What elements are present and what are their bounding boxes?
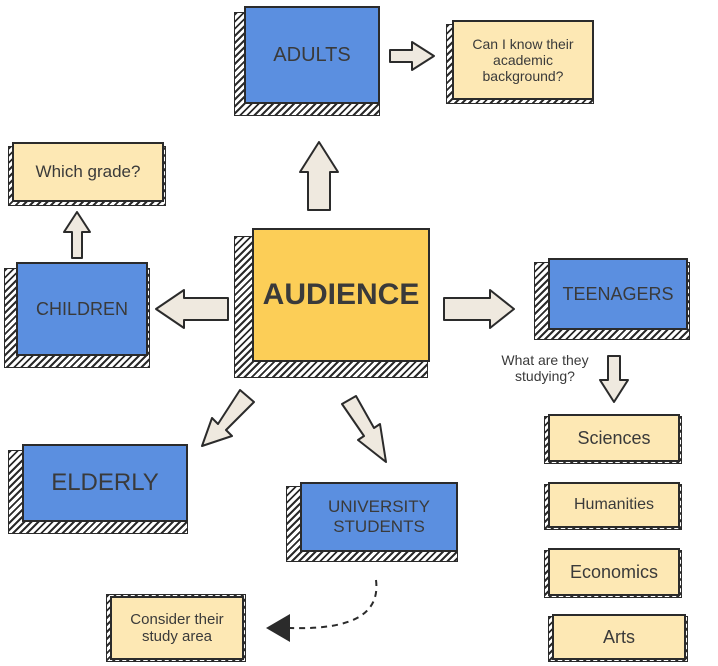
arrow-to-subjects bbox=[599, 355, 629, 403]
arrow-to-children bbox=[155, 289, 229, 329]
subject-economics-label: Economics bbox=[569, 561, 659, 582]
children-node: CHILDREN bbox=[16, 262, 148, 356]
arrow-to-elderly bbox=[201, 389, 255, 447]
arrow-to-adults-note bbox=[389, 41, 435, 71]
children-note-text: Which grade? bbox=[35, 162, 141, 182]
teenagers-question: What are they studying? bbox=[501, 352, 589, 385]
adults-label: ADULTS bbox=[273, 43, 351, 66]
subject-arts-label: Arts bbox=[602, 626, 635, 647]
teenagers-label: TEENAGERS bbox=[562, 283, 674, 304]
arrow-to-university-note bbox=[266, 614, 290, 642]
arrow-to-university bbox=[341, 395, 387, 463]
university-node: UNIVERSITY STUDENTS bbox=[300, 482, 458, 552]
subject-arts: Arts bbox=[552, 614, 686, 660]
adults-note-text: Can I know their academic background? bbox=[472, 35, 574, 85]
university-note: Consider their study area bbox=[110, 596, 244, 660]
elderly-node: ELDERLY bbox=[22, 444, 188, 522]
subject-sciences-label: Sciences bbox=[577, 427, 651, 448]
arrow-to-teenagers bbox=[443, 289, 515, 329]
subject-humanities: Humanities bbox=[548, 482, 680, 528]
elderly-label: ELDERLY bbox=[51, 469, 159, 497]
children-note: Which grade? bbox=[12, 142, 164, 202]
arrow-to-children-note bbox=[63, 211, 91, 259]
audience-node: AUDIENCE bbox=[252, 228, 430, 362]
adults-note: Can I know their academic background? bbox=[452, 20, 594, 100]
dashed-connector bbox=[289, 579, 378, 630]
teenagers-node: TEENAGERS bbox=[548, 258, 688, 330]
arrow-to-adults bbox=[299, 141, 339, 211]
subject-economics: Economics bbox=[548, 548, 680, 596]
adults-node: ADULTS bbox=[244, 6, 380, 104]
subject-sciences: Sciences bbox=[548, 414, 680, 462]
subject-humanities-label: Humanities bbox=[573, 495, 655, 513]
university-note-text: Consider their study area bbox=[130, 610, 224, 645]
audience-label: AUDIENCE bbox=[262, 277, 420, 311]
children-label: CHILDREN bbox=[35, 298, 128, 319]
university-label: UNIVERSITY STUDENTS bbox=[327, 497, 431, 536]
